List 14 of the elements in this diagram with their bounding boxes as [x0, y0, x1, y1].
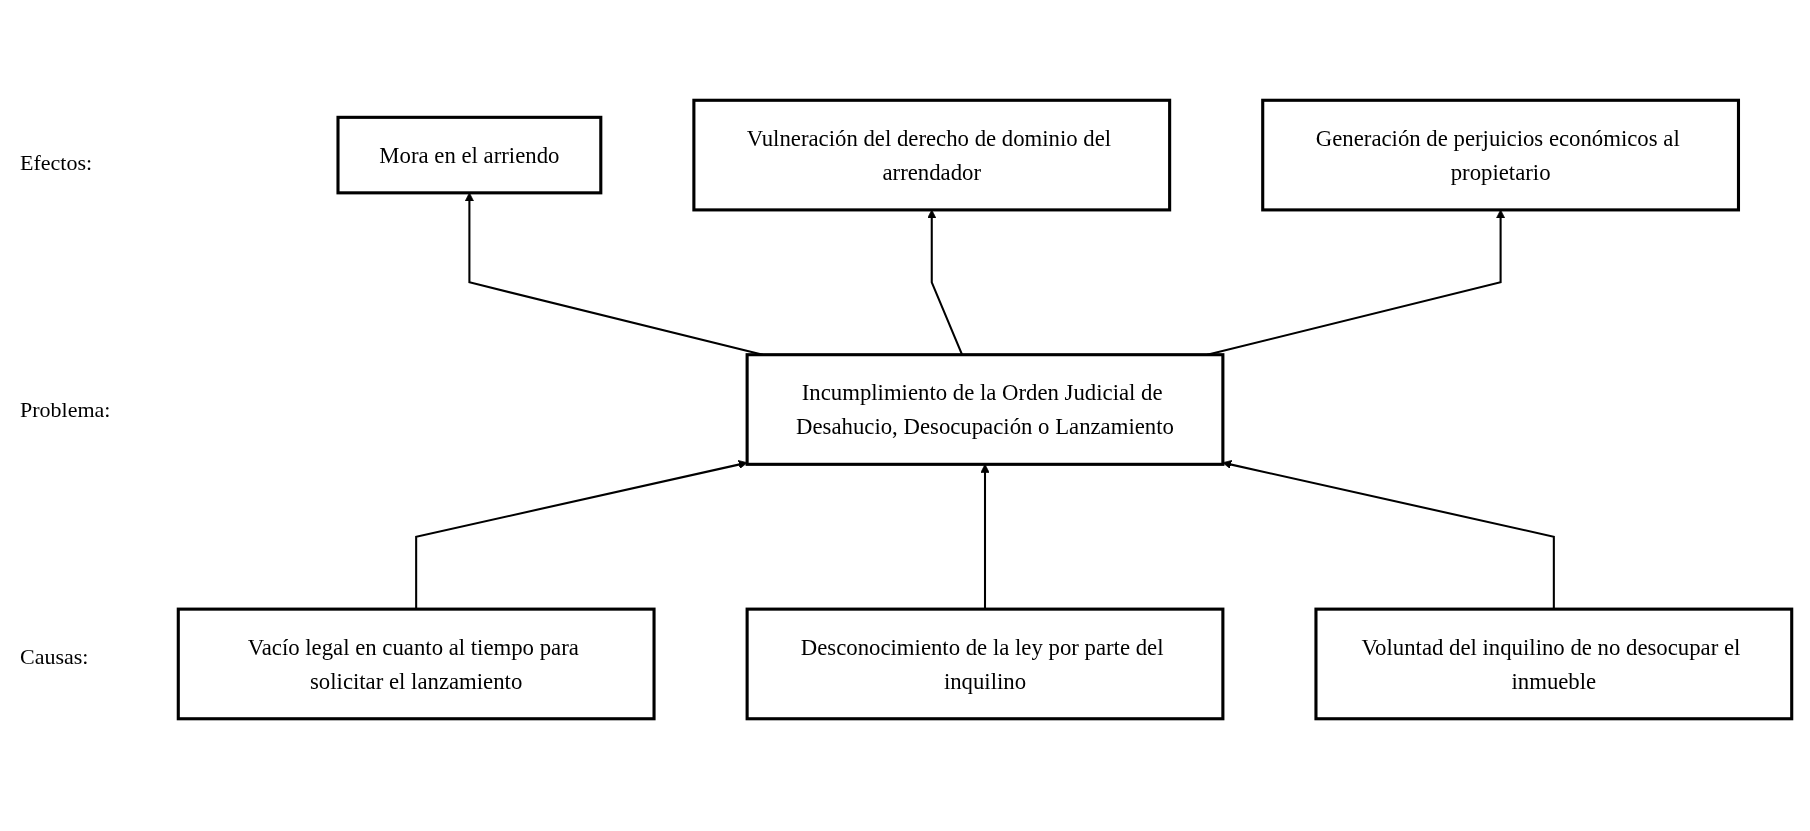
node-box: Vulneración del derecho de dominio del arrendador [692, 99, 1172, 212]
node-box: Incumplimiento de la Orden Judicial de Desahucio, Desocupación o Lanzamiento [745, 353, 1225, 467]
arrow [927, 210, 963, 356]
row-label: Causas: [20, 643, 90, 670]
arrow [980, 464, 990, 610]
row-label: Problema: [20, 397, 112, 423]
row-label: Efectos: [20, 150, 94, 177]
node-box: Voluntad del inquilino de no desocupar el inmueble [1314, 608, 1794, 721]
node-box: Vacío legal en cuanto al tiempo para solicitar el lanzamiento [176, 608, 656, 721]
arrow [1222, 460, 1555, 610]
node-box: Desconocimiento de la ley por parte del inquilino [745, 608, 1225, 721]
node-box: Mora en el arriendo [336, 116, 603, 195]
node-box: Generación de perjuicios económicos al propietario [1261, 99, 1741, 212]
arrow [415, 460, 748, 610]
